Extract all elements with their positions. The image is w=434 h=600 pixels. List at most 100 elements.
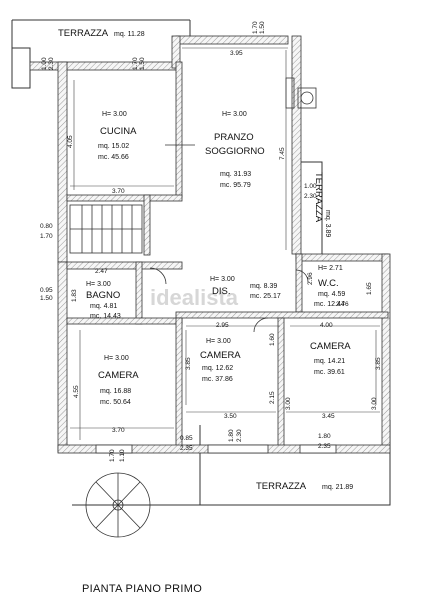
dim-label: 1.50 [40,295,53,302]
camera-right-area: mq. 14.21 [314,358,345,365]
dim-label: 3.95 [230,50,243,57]
dis-name: DIS. [212,286,230,297]
camera-right-volume: mc. 39.61 [314,369,345,376]
wall-bath-top [66,261,183,270]
terrazza-bottom-area: mq. 21.89 [322,484,353,491]
camera-right-name: CAMERA [310,341,351,352]
dim-label: 1.70 [40,233,53,240]
cucina-name: CUCINA [100,126,137,137]
camera-left-name: CAMERA [98,370,139,381]
dim-label: 1.10 [119,449,126,462]
wall-bath-bottom [66,317,183,325]
dim-label: 4.00 [320,322,333,329]
dim-label: 2.30 [48,57,55,70]
bagno-area: mq. 4.81 [90,303,117,310]
spiral-staircase [85,472,151,538]
cucina-area: mq. 15.02 [98,143,129,150]
dim-label: 4.05 [67,135,74,148]
camera-left-volume: mc. 50.64 [100,399,131,406]
dim-label: 1.83 [71,289,78,302]
wall-bath-right [135,261,143,325]
watermark: idealista [150,285,239,310]
pranzo-name-2: SOGGIORNO [205,146,265,157]
camera-left-height: H= 3.00 [104,355,129,362]
terrazza-top-name: TERRAZZA [58,28,109,39]
window-mid [207,444,269,454]
bagno-name: BAGNO [86,290,120,301]
wall-bedroom-right-divider [277,317,285,453]
room-labels: TERRAZZA mq. 11.28 H= 3.00 CUCINA mq. 15… [58,28,353,492]
dim-label: 2.30 [236,429,243,442]
bagno-volume: mc. 14.43 [90,313,121,320]
dim-label: 1.00 [41,57,48,70]
dim-label: 2.15 [269,391,276,404]
dim-label: 2.95 [216,322,229,329]
dim-label: 3.50 [224,413,237,420]
dim-label: 2.30 [304,193,317,200]
dim-label: 2.76 [336,301,349,308]
wc-height: H= 2.71 [318,265,343,272]
terrazza-right-name: TERRAZZA [313,172,324,223]
wall-stair-right [143,194,151,256]
wall-wc-top [295,253,389,262]
window-right [299,444,337,454]
dim-label: 2.96 [307,272,314,285]
wall-kitchen-living [175,61,183,198]
dim-label: 3.45 [322,413,335,420]
door-swing-bath [149,267,167,285]
terrazza-top-area: mq. 11.28 [114,31,145,38]
wall-kitchen-bottom [66,194,183,202]
dim-label: 0.95 [40,287,53,294]
chimney-box [297,87,317,109]
wc-name: W.C. [318,278,339,289]
chimney-flue [300,91,314,105]
dim-label: 1.80 [228,429,235,442]
wall-top-right [175,35,289,45]
dim-label: 1.60 [269,333,276,346]
dimension-labels: 1.00 2.30 1.70 1.50 1.70 1.50 3.95 4.05 … [40,21,382,462]
dim-label: 2.35 [180,445,193,452]
dim-label: 1.80 [318,433,331,440]
dim-label: 1.70 [132,57,139,70]
dim-label: 7.45 [279,147,286,160]
dim-label: 3.70 [112,427,125,434]
wall-right-living [291,35,302,255]
dim-label: 0.80 [40,223,53,230]
wall-right-outer [381,253,391,453]
pranzo-name-1: PRANZO [214,132,254,143]
window-left [95,444,133,454]
camera-left-area: mq. 16.88 [100,388,131,395]
dim-label: 1.50 [139,57,146,70]
dim-label: 1.50 [259,21,266,34]
dim-label: 3.85 [185,357,192,370]
dim-label: 1.00 [304,183,317,190]
dim-label: 3.00 [285,397,292,410]
pranzo-area: mq. 31.93 [220,171,251,178]
dis-volume: mc. 25.17 [250,293,281,300]
dim-label: 3.85 [375,357,382,370]
camera-mid-name: CAMERA [200,350,241,361]
pranzo-volume: mc. 95.79 [220,182,251,189]
dim-label: 2.47 [95,268,108,275]
wall-wc-left [295,253,303,313]
wc-area: mq. 4.59 [318,291,345,298]
wc-volume: mc. 12.44 [314,301,345,308]
dis-area: mq. 8.39 [250,283,277,290]
terrazza-right-area: mq. 3.89 [324,210,331,237]
pranzo-height: H= 3.00 [222,111,247,118]
wall-corridor-bottom [175,311,389,319]
fixtures [69,77,337,538]
plan-caption: PIANTA PIANO PRIMO [82,583,202,595]
dim-label: 0.85 [180,435,193,442]
camera-mid-area: mq. 12.62 [202,365,233,372]
stair-flight [69,204,143,254]
dim-label: 3.00 [371,397,378,410]
cucina-height: H= 3.00 [102,111,127,118]
wall-left-lower [57,261,68,453]
door-swing-wc [295,269,309,283]
door-swing-camera-mid [253,317,269,333]
camera-mid-volume: mc. 37.86 [202,376,233,383]
dim-label: 1.70 [109,449,116,462]
cucina-volume: mc. 45.66 [98,154,129,161]
dim-label: 4.55 [73,385,80,398]
